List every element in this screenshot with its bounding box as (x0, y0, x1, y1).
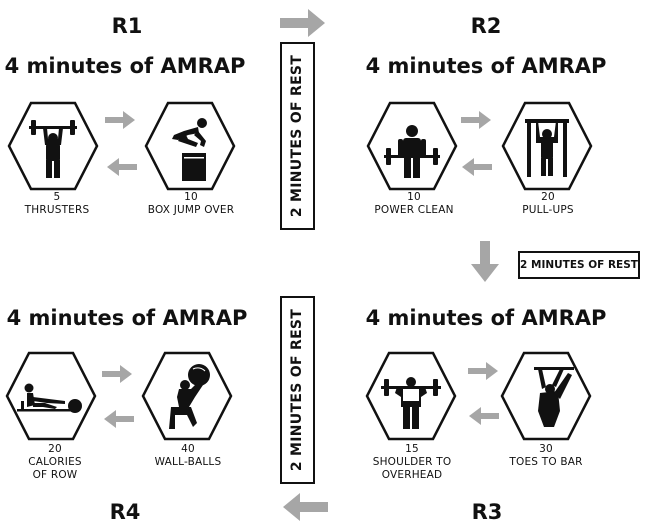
shoulder-to-overhead-figure-icon (365, 351, 457, 441)
round-heading-r4: 4 minutes of AMRAP (6, 306, 248, 330)
pull-up-figure-icon (501, 101, 593, 191)
arrow-left-icon (469, 407, 499, 425)
exercise-count: 30 (539, 443, 553, 455)
toes-to-bar-figure-icon (500, 351, 592, 441)
box-jump-figure-icon (144, 101, 236, 191)
exercise-caption-toes-to-bar: 30 TOES TO BAR (491, 443, 601, 469)
rest-label: 2 MINUTES OF REST (289, 54, 306, 218)
exercise-count: 20 (48, 443, 62, 455)
round-label-r3: R3 (471, 500, 503, 524)
arrow-right-icon (102, 365, 132, 383)
exercise-name-line1: CALORIES (28, 456, 82, 468)
thruster-figure-icon (7, 101, 99, 191)
rest-box-r2-r3: 2 MINUTES OF REST (518, 251, 640, 279)
round-label-r2: R2 (470, 14, 502, 38)
exercise-name: THRUSTERS (24, 204, 90, 216)
wall-ball-figure-icon (141, 351, 233, 441)
exercise-name: BOX JUMP OVER (147, 204, 235, 216)
exercise-name: WALL-BALLS (154, 456, 222, 468)
exercise-caption-box-jump-over: 10 BOX JUMP OVER (136, 191, 246, 217)
flow-arrow-right-icon (280, 9, 325, 37)
exercise-name-line2: OF ROW (32, 469, 78, 481)
exercise-name: TOES TO BAR (509, 456, 583, 468)
exercise-caption-wall-balls: 40 WALL-BALLS (133, 443, 243, 469)
exercise-caption-calories-of-row: 20 CALORIES OF ROW (0, 443, 110, 482)
arrow-right-icon (105, 111, 135, 129)
round-label-r1: R1 (111, 14, 143, 38)
exercise-name-line1: SHOULDER TO (372, 456, 452, 468)
exercise-name: POWER CLEAN (374, 204, 454, 216)
rest-box-r1-r2: 2 MINUTES OF REST (280, 42, 315, 230)
exercise-name: PULL-UPS (522, 204, 574, 216)
exercise-count: 20 (541, 191, 555, 203)
exercise-name-line2: OVERHEAD (381, 469, 443, 481)
exercise-count: 10 (407, 191, 421, 203)
rest-box-r3-r4: 2 MINUTES OF REST (280, 296, 315, 484)
rest-label: 2 MINUTES OF REST (289, 308, 306, 472)
exercise-count: 40 (181, 443, 195, 455)
exercise-caption-pull-ups: 20 PULL-UPS (493, 191, 603, 217)
round-heading-r2: 4 minutes of AMRAP (365, 54, 607, 78)
round-heading-r3: 4 minutes of AMRAP (365, 306, 607, 330)
arrow-left-icon (462, 158, 492, 176)
arrow-left-icon (104, 410, 134, 428)
exercise-caption-shoulder-to-overhead: 15 SHOULDER TO OVERHEAD (357, 443, 467, 482)
exercise-count: 15 (405, 443, 419, 455)
rest-label: 2 MINUTES OF REST (520, 259, 638, 271)
arrow-right-icon (461, 111, 491, 129)
exercise-caption-thrusters: 5 THRUSTERS (2, 191, 112, 217)
flow-arrow-left-icon (283, 493, 328, 521)
rower-figure-icon (5, 351, 97, 441)
arrow-left-icon (107, 158, 137, 176)
flow-arrow-down-icon (471, 241, 499, 282)
round-label-r4: R4 (109, 500, 141, 524)
exercise-count: 5 (53, 191, 61, 203)
power-clean-figure-icon (366, 101, 458, 191)
exercise-count: 10 (184, 191, 198, 203)
round-heading-r1: 4 minutes of AMRAP (4, 54, 246, 78)
arrow-right-icon (468, 362, 498, 380)
exercise-caption-power-clean: 10 POWER CLEAN (359, 191, 469, 217)
